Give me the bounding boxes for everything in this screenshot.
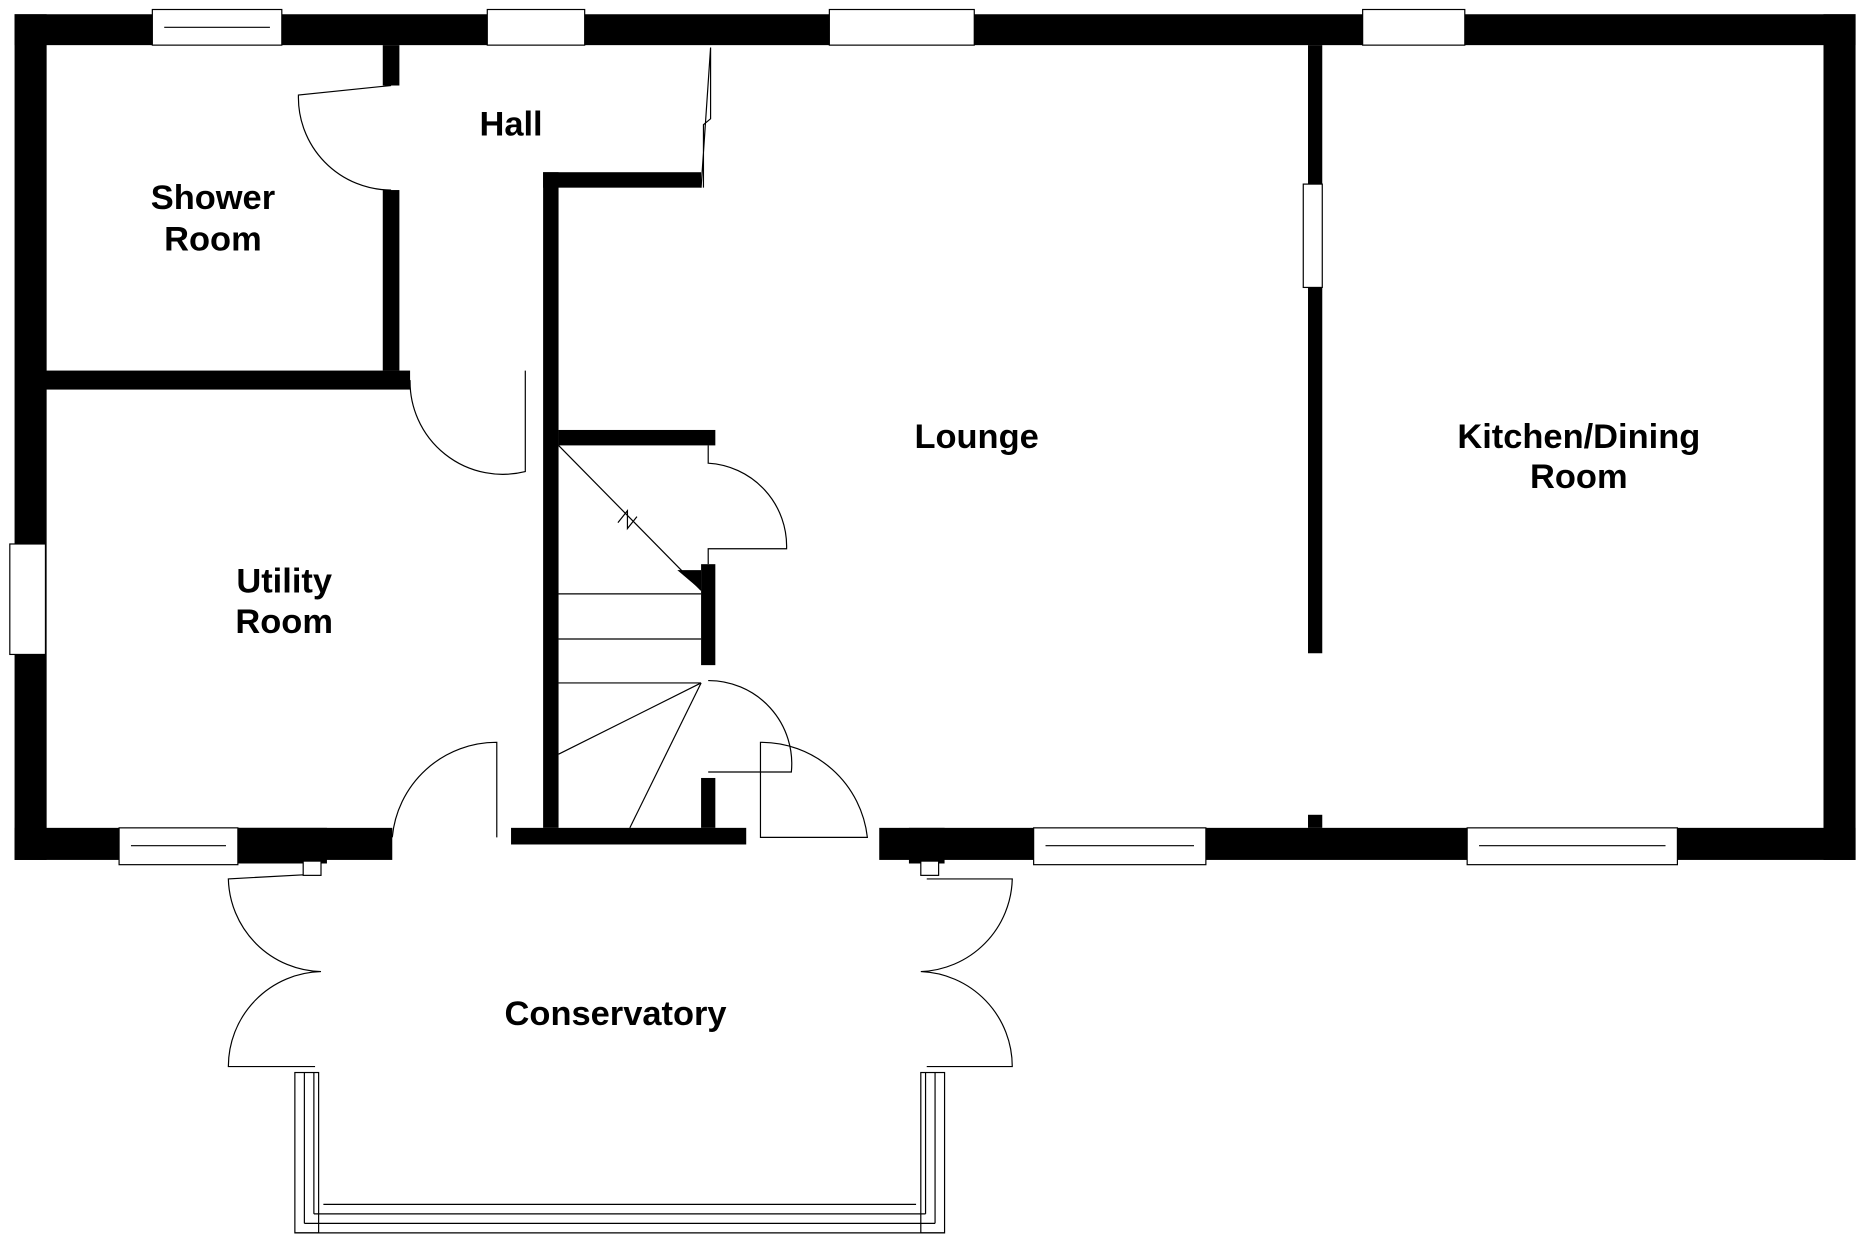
window — [828, 8, 975, 46]
window — [486, 8, 586, 46]
french-door-right — [920, 878, 1013, 1068]
window — [9, 543, 47, 656]
door-conservatory-left — [391, 741, 498, 838]
door-utility — [409, 370, 526, 475]
door-cupboard — [707, 445, 788, 565]
window — [118, 827, 239, 866]
label-shower-room-1: Shower — [151, 179, 275, 217]
french-door-left — [227, 873, 322, 1068]
stairs — [558, 444, 702, 829]
conservatory-frame — [294, 860, 946, 1234]
windows — [9, 8, 1678, 866]
label-hall: Hall — [479, 105, 542, 143]
label-kitchen-dining-1: Kitchen/Dining — [1457, 418, 1700, 456]
window — [1302, 183, 1323, 289]
label-utility-room-1: Utility — [236, 563, 332, 601]
label-kitchen-dining-2: Room — [1530, 458, 1628, 496]
door-lounge-hall — [700, 47, 712, 188]
label-conservatory: Conservatory — [505, 995, 727, 1033]
label-shower-room-2: Room — [164, 221, 262, 259]
room-labels: Hall Shower Room Utility Room Lounge Kit… — [151, 105, 1701, 1033]
door-conservatory-right — [759, 741, 869, 838]
label-utility-room-2: Room — [235, 603, 333, 641]
window — [1362, 8, 1466, 46]
doors — [227, 47, 1013, 1068]
door-shower — [297, 84, 392, 191]
label-lounge: Lounge — [914, 418, 1038, 456]
window — [1033, 827, 1207, 866]
window — [1466, 827, 1678, 866]
door-lounge-stairs — [708, 679, 793, 773]
